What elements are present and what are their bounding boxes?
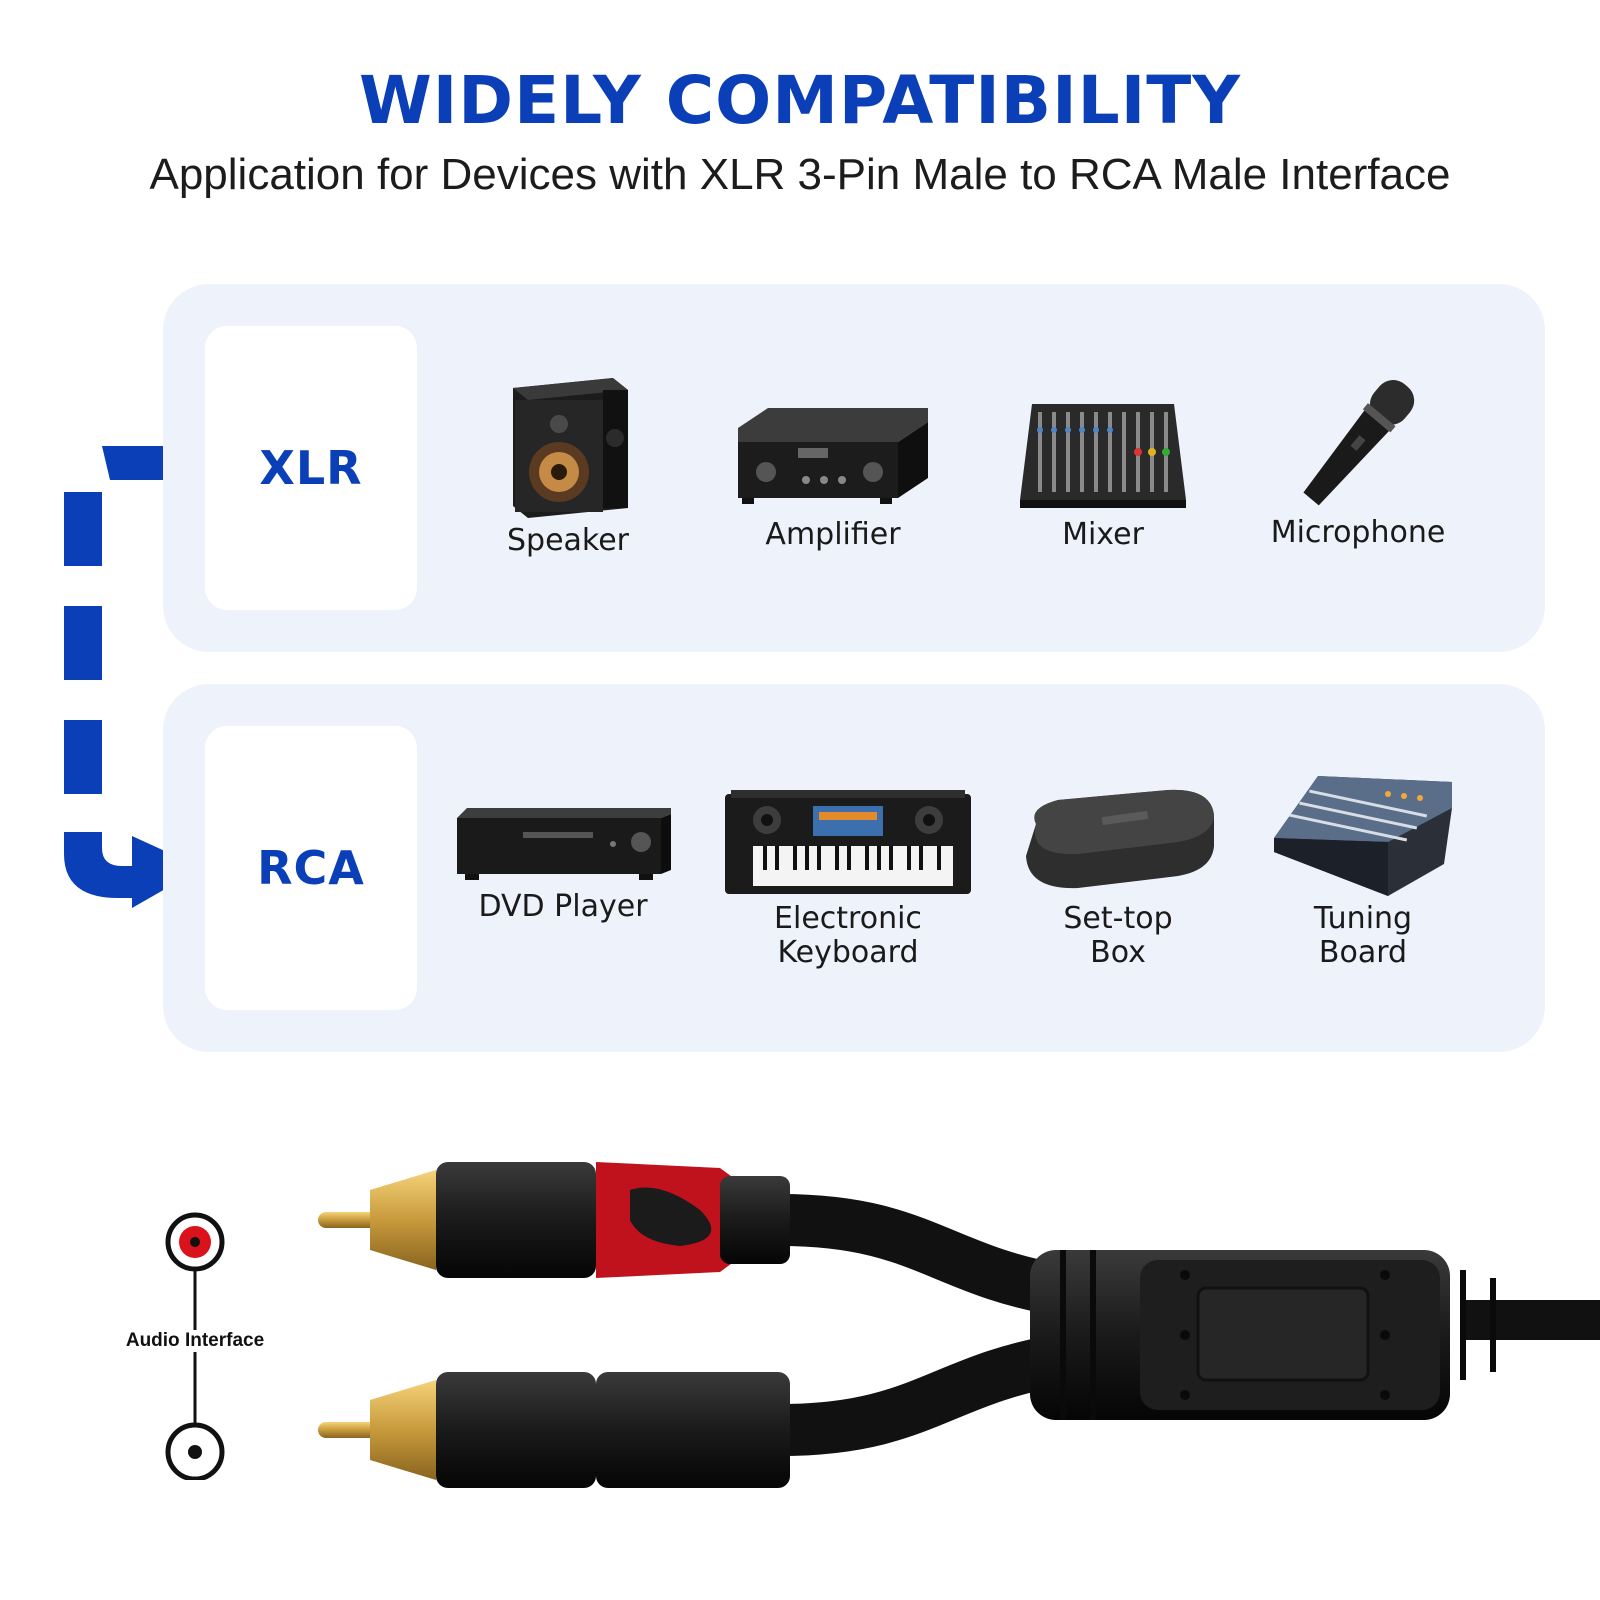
xlr-tag-label: XLR bbox=[259, 441, 363, 495]
keyboard-icon bbox=[725, 790, 971, 894]
device-label-electronic-keyboard-line1: Electronic bbox=[774, 901, 922, 936]
rca-tag-box: RCA bbox=[205, 726, 417, 1010]
device-label-electronic-keyboard-line2: Keyboard bbox=[777, 935, 919, 970]
device-electronic-keyboard: Electronic Keyboard bbox=[723, 788, 973, 970]
device-label-set-top-box-line2: Box bbox=[1090, 935, 1146, 970]
device-speaker: Speaker bbox=[493, 368, 643, 558]
page-title: WIDELY COMPATIBILITY bbox=[358, 62, 1242, 139]
device-label-amplifier: Amplifier bbox=[765, 517, 901, 552]
device-label-electronic-keyboard: Electronic Keyboard bbox=[723, 902, 973, 970]
device-label-tuning-board-line2: Board bbox=[1318, 935, 1408, 970]
device-label-set-top-box-line1: Set-top bbox=[1063, 901, 1173, 936]
page-subtitle: Application for Devices with XLR 3-Pin M… bbox=[149, 150, 1451, 199]
microphone-icon bbox=[1303, 380, 1415, 506]
red-jack-icon bbox=[165, 1212, 225, 1272]
rca-tag-label: RCA bbox=[257, 841, 365, 895]
tuning-board-icon bbox=[1274, 776, 1452, 896]
white-jack-icon bbox=[165, 1422, 225, 1480]
device-microphone: Microphone bbox=[1263, 376, 1453, 550]
xlr-tag-box: XLR bbox=[205, 326, 417, 610]
mixer-icon bbox=[1020, 404, 1186, 508]
device-label-speaker: Speaker bbox=[506, 523, 630, 558]
audio-interface-label: Audio Interface bbox=[110, 1330, 280, 1352]
amplifier-icon bbox=[738, 408, 928, 504]
speaker-icon bbox=[513, 378, 628, 518]
rca-panel: RCA DVD Player bbox=[163, 684, 1545, 1052]
flow-arrow-icon bbox=[64, 446, 202, 908]
device-label-microphone: Microphone bbox=[1270, 515, 1446, 550]
device-dvd-player: DVD Player bbox=[453, 804, 673, 924]
device-set-top-box: Set-top Box bbox=[1018, 784, 1218, 970]
device-label-dvd-player: DVD Player bbox=[478, 889, 648, 924]
device-mixer: Mixer bbox=[1018, 400, 1188, 552]
xlr-panel: XLR Speaker Amplif bbox=[163, 284, 1545, 652]
device-amplifier: Amplifier bbox=[728, 402, 938, 552]
set-top-box-icon bbox=[1026, 789, 1214, 889]
device-label-tuning-board: Tuning Board bbox=[1263, 902, 1463, 970]
device-label-set-top-box: Set-top Box bbox=[1018, 902, 1218, 970]
device-label-tuning-board-line1: Tuning bbox=[1313, 901, 1413, 936]
device-tuning-board: Tuning Board bbox=[1263, 772, 1463, 970]
dvd-player-icon bbox=[457, 808, 671, 880]
rca-cable-icon bbox=[318, 1162, 1600, 1488]
device-label-mixer: Mixer bbox=[1062, 517, 1144, 552]
